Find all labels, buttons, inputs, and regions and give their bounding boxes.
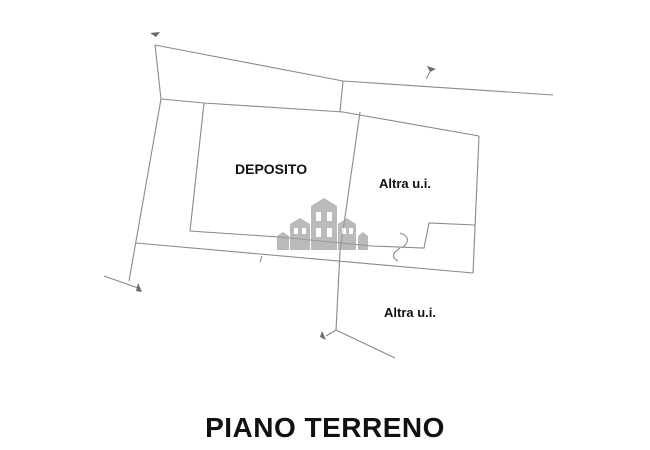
marker-arrow-icon (150, 32, 160, 37)
room-label-altra-ui-upper: Altra u.i. (379, 176, 432, 191)
door-arcs (392, 232, 409, 262)
room-label-altra-ui-lower: Altra u.i. (384, 305, 437, 320)
floor-title: PIANO TERRENO (205, 412, 445, 443)
marker-arrow-icon (136, 283, 142, 292)
marker-arrow-icon (320, 331, 326, 340)
section-markers (136, 32, 436, 340)
marker-arrow-icon (427, 66, 436, 72)
boundary-lines (103, 44, 554, 359)
room-label-deposito: DEPOSITO (235, 161, 308, 177)
